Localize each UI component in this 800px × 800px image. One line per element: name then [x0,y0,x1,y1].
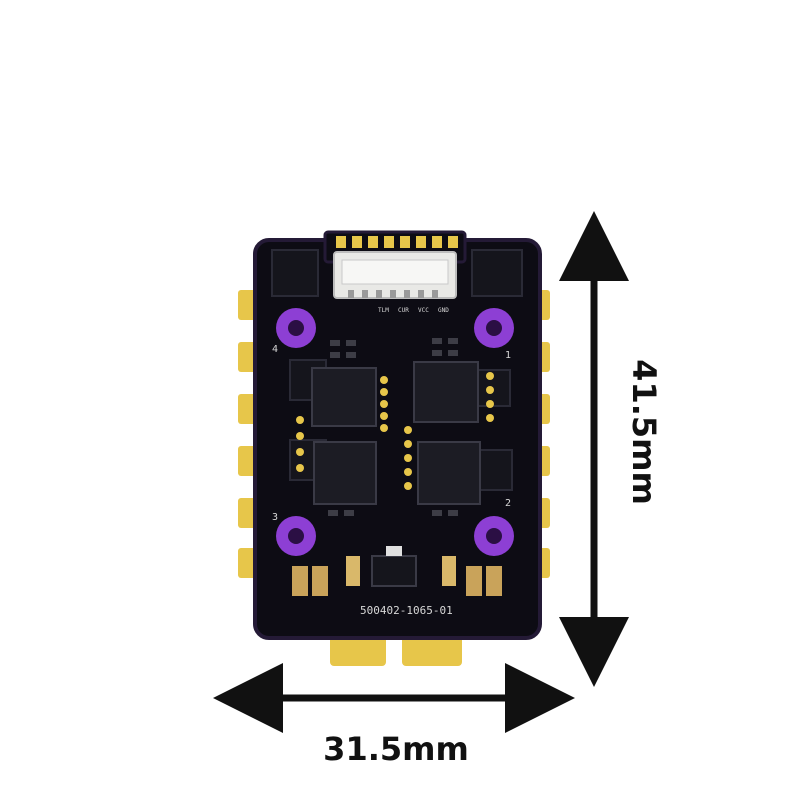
mounting-standoffs [276,308,514,556]
motor-label-3: 3 [272,512,278,523]
motor-label-4: 4 [272,344,278,355]
motor-label-2: 2 [505,498,511,509]
test-points [296,372,494,490]
width-label: 31.5mm [323,730,469,768]
pin-label-gnd: GND [438,307,449,314]
motor-label-1: 1 [505,350,511,361]
pcb-code: 500402-1065-01 [360,604,453,617]
capacitors [292,546,502,596]
height-label: 41.5mm [625,359,663,505]
esc-board: 1 2 3 4 VCC CUR TLM GND 500402-1065-01 [238,230,550,666]
pin-label-tlm: TLM [378,307,389,314]
connector-top-pads [336,236,458,248]
pin-label-vcc: VCC [418,307,429,314]
pin-label-cur: CUR [398,307,409,314]
driver-ics [311,361,481,505]
